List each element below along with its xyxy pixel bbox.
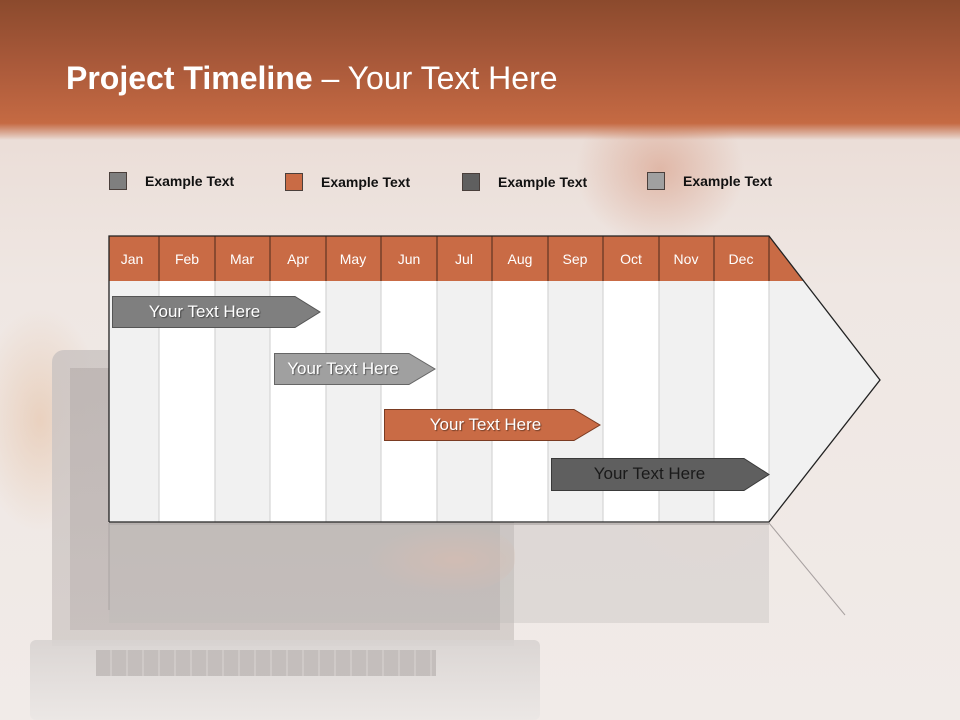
reflection-edge — [768, 522, 846, 616]
pentagon-arrow-icon — [384, 409, 601, 441]
slide-title: Project Timeline – Your Text Here — [66, 60, 558, 97]
timeline-reflection — [109, 523, 769, 623]
legend-label: Example Text — [145, 173, 235, 189]
legend-item-2: Example Text — [285, 172, 410, 192]
month-header-band — [109, 236, 803, 281]
legend-item-1: Example Text — [109, 171, 234, 191]
pentagon-arrow-icon — [112, 296, 321, 328]
month-mar: Mar — [230, 251, 254, 267]
slide-title-bold: Project Timeline — [66, 60, 313, 96]
month-jan: Jan — [121, 251, 144, 267]
month-feb: Feb — [175, 251, 199, 267]
month-oct: Oct — [620, 251, 642, 267]
month-may: May — [340, 251, 366, 267]
pentagon-arrow-icon — [274, 353, 436, 385]
legend-swatch-orange — [285, 173, 303, 191]
task-bar-2[interactable]: Your Text Here — [274, 353, 436, 385]
legend-swatch-dark-gray — [462, 173, 480, 191]
month-nov: Nov — [674, 251, 699, 267]
month-aug: Aug — [508, 251, 533, 267]
slide-title-rest: – Your Text Here — [312, 60, 558, 96]
legend-item-3: Example Text — [462, 172, 587, 192]
legend-swatch-gray — [109, 172, 127, 190]
title-band — [0, 0, 960, 140]
task-bar-label: Your Text Here — [429, 415, 542, 434]
legend-label: Example Text — [683, 173, 773, 189]
pentagon-arrow-icon — [551, 458, 770, 491]
month-sep: Sep — [563, 251, 588, 267]
task-bar-label: Your Text Here — [593, 464, 706, 483]
header-dividers — [158, 236, 770, 281]
month-dec: Dec — [729, 251, 754, 267]
legend-item-4: Example Text — [647, 171, 772, 191]
hand-photo — [365, 525, 515, 595]
month-jul: Jul — [455, 251, 473, 267]
task-bar-1[interactable]: Your Text Here — [112, 296, 321, 328]
task-bar-4[interactable]: Your Text Here — [551, 458, 770, 491]
laptop-keyboard-photo — [96, 650, 436, 676]
task-bar-label: Your Text Here — [148, 302, 261, 321]
month-apr: Apr — [287, 251, 309, 267]
legend-swatch-light-gray — [647, 172, 665, 190]
month-jun: Jun — [398, 251, 421, 267]
timeline-arrow-body — [769, 281, 880, 522]
legend-label: Example Text — [321, 174, 411, 190]
task-bar-3[interactable]: Your Text Here — [384, 409, 601, 441]
timeline-outline — [108, 235, 881, 523]
task-bar-label: Your Text Here — [287, 359, 399, 378]
month-labels: Jan Feb Mar Apr May Jun Jul Aug Sep Oct … — [121, 251, 754, 267]
legend-label: Example Text — [498, 174, 588, 190]
